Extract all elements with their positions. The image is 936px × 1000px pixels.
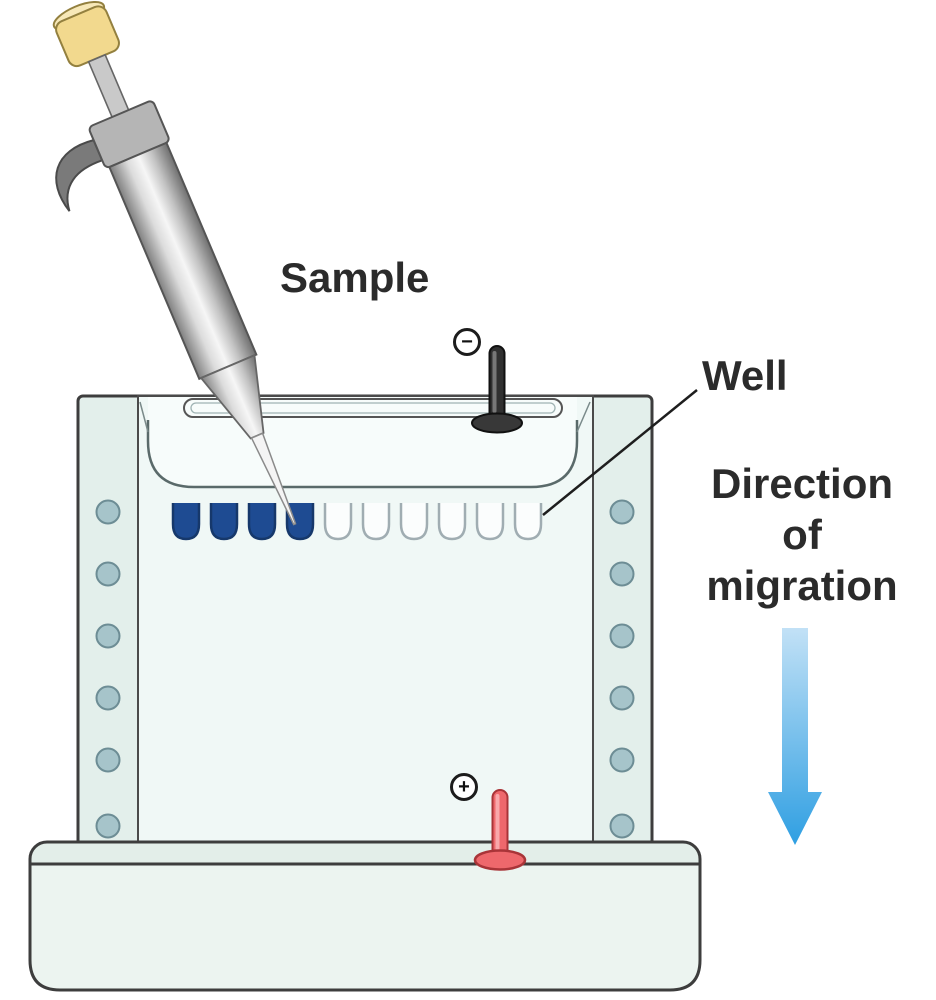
tank-top-rim [183,398,563,418]
negative-electrode-post [488,345,506,425]
rail-hole [95,561,121,587]
rail-hole [95,623,121,649]
well-empty [513,503,543,541]
sample-label: Sample [280,254,430,301]
direction-label-line1: Direction [710,460,894,507]
rail-hole [609,813,635,839]
well-label: Well [702,352,788,399]
rail-hole [609,499,635,525]
well-filled [285,503,315,541]
rail-hole [95,813,121,839]
well-empty [437,503,467,541]
pipette [52,0,297,526]
rail-hole [95,747,121,773]
direction-label-line3: migration [706,562,898,610]
pipette-nose [199,354,265,440]
negative-terminal-badge: − [453,328,481,356]
direction-of-migration-label: Direction of migration [668,458,936,612]
well-filled [209,503,239,541]
wells [171,503,543,541]
buffer-tray [28,840,702,992]
pipette-tip [250,432,297,526]
well-filled [171,503,201,541]
rail-hole [95,499,121,525]
rail-hole [609,561,635,587]
well-empty [323,503,353,541]
negative-electrode [471,345,523,434]
negative-electrode-base [471,412,523,434]
pipette-plunger-stem [87,53,130,119]
well-empty [399,503,429,541]
migration-arrow [768,628,822,845]
tray-front [28,862,702,992]
rail-hole [609,685,635,711]
well-empty [361,503,391,541]
positive-terminal-badge: + [450,773,478,801]
positive-electrode-highlight [495,794,500,852]
rail-hole [609,747,635,773]
recess-corner-left [139,401,149,433]
pipette-barrel [108,141,258,381]
well-pointer-line [542,389,698,516]
direction-label-line2: of [782,511,822,559]
recess-corner-right [576,401,591,433]
well-empty [475,503,505,541]
positive-electrode [473,789,527,871]
rail-holes [95,499,635,839]
rail-hole [609,623,635,649]
pipette-finger-hook [55,138,104,212]
recess-lip [146,420,579,489]
rail-hole [95,685,121,711]
buffer-recess [148,397,577,487]
negative-electrode-highlight [492,351,497,413]
gel-box [76,394,654,868]
well-filled [247,503,277,541]
tank-top-rim-inner [190,402,556,414]
positive-electrode-base [473,849,527,871]
